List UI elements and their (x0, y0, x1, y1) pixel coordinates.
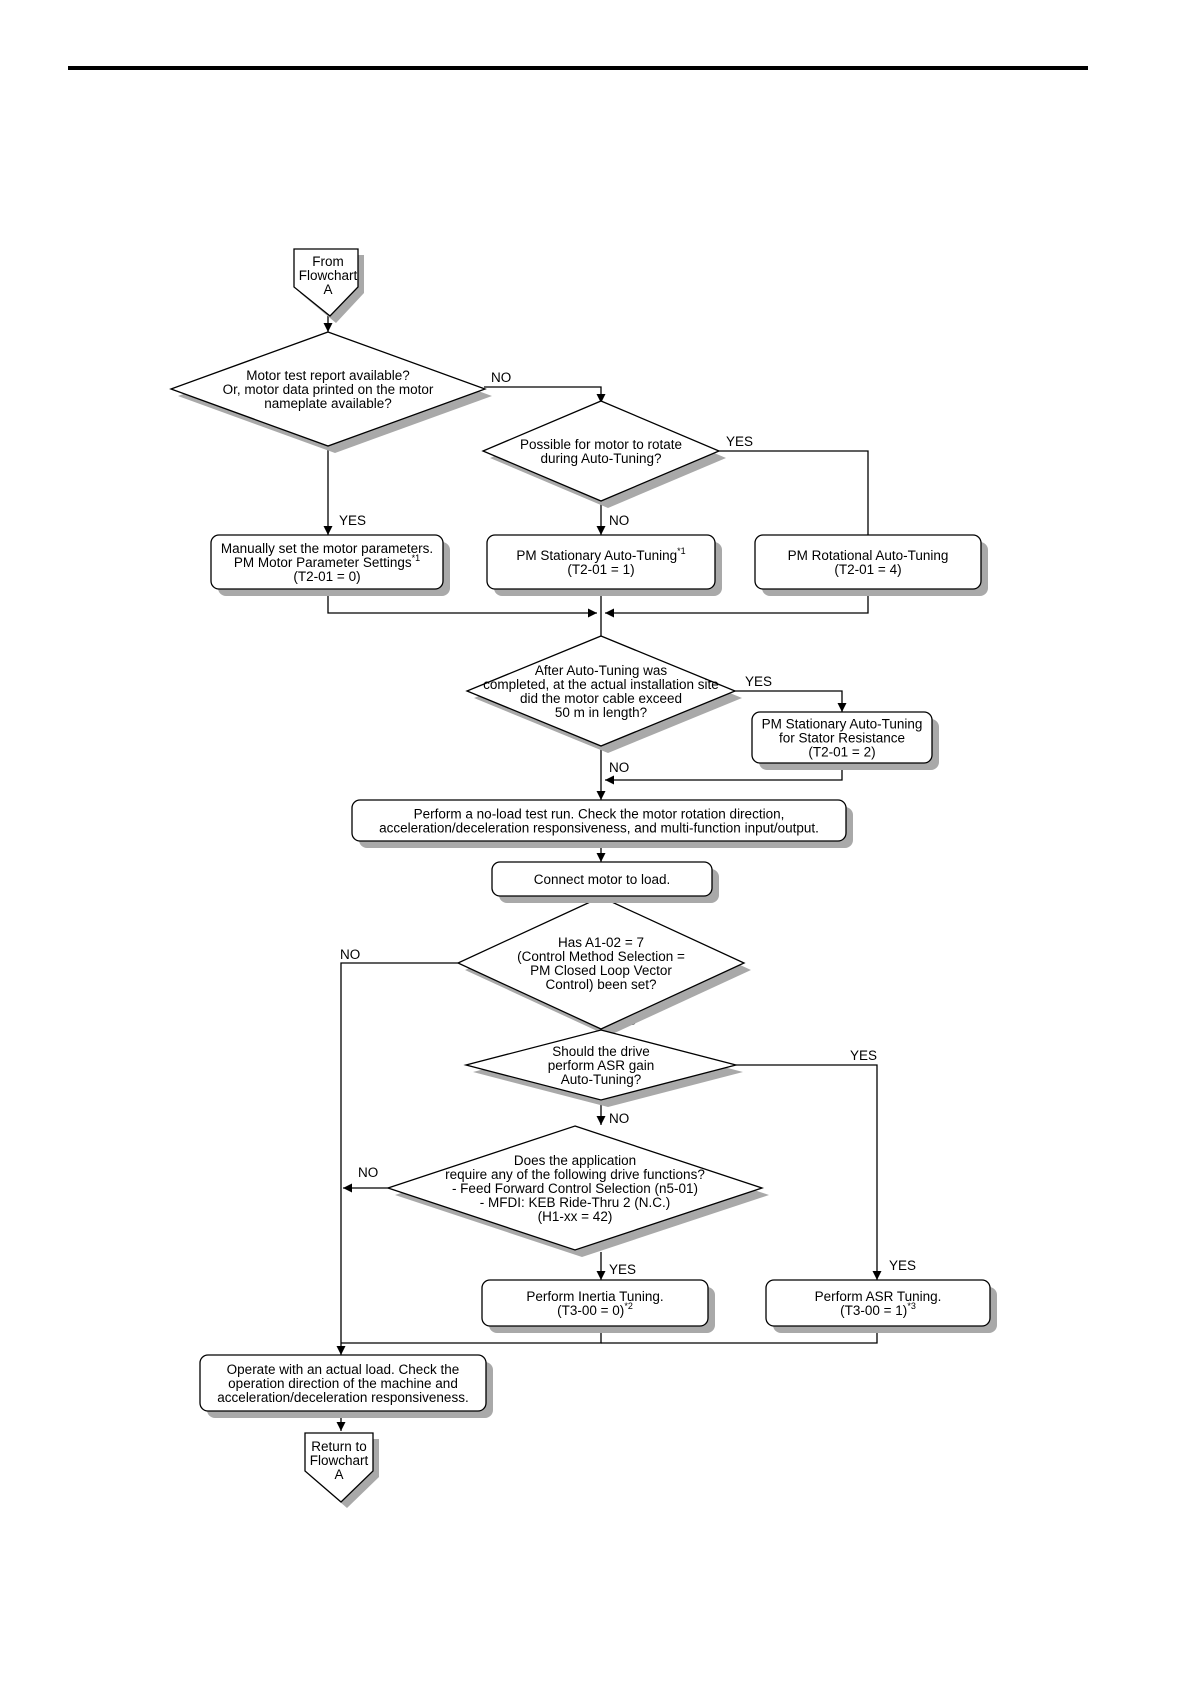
decision-test-report-text: Or, motor data printed on the motor (223, 382, 434, 397)
decision-control-method-text: PM Closed Loop Vector (530, 963, 672, 978)
decision-application-functions-text: - Feed Forward Control Selection (n5-01) (452, 1181, 698, 1196)
start-terminator: From Flowchart A (293, 248, 364, 323)
label-no: NO (491, 370, 511, 385)
process-stator-resistance-tuning-text: (T2-01 = 2) (808, 745, 875, 760)
end-terminator: Return to Flowchart A (304, 1432, 379, 1508)
decision-test-report-text: Motor test report available? (246, 368, 410, 383)
decisions: Motor test report available?Or, motor da… (169, 331, 769, 1257)
start-label-line: A (323, 282, 332, 297)
decision-rotate-during-tuning-text: during Auto-Tuning? (540, 451, 661, 466)
end-label-line: Flowchart (310, 1453, 369, 1468)
process-asr-tuning: Perform ASR Tuning.(T3-00 = 1)*3 (765, 1279, 997, 1333)
decision-rotate-during-tuning-text: Possible for motor to rotate (520, 437, 682, 452)
connector (327, 589, 597, 618)
connector (719, 450, 869, 535)
process-pm-stationary-tuning-text: (T2-01 = 1) (567, 562, 634, 577)
label-no: NO (609, 513, 629, 528)
decision-application-functions-text: require any of the following drive funct… (445, 1167, 705, 1182)
start-label-line: Flowchart (299, 268, 358, 283)
label-yes: YES (339, 513, 366, 528)
process-pm-rotational-tuning-text: (T2-01 = 4) (834, 562, 901, 577)
process-manual-settings-text: Manually set the motor parameters. (221, 541, 433, 556)
decision-asr-gain-text: perform ASR gain (548, 1058, 655, 1073)
label-no: NO (609, 760, 629, 775)
decision-test-report: Motor test report available?Or, motor da… (169, 331, 492, 453)
branch-labels: NO YES YES NO YES NO NO YES YES NO NO YE… (339, 370, 916, 1277)
decision-application-functions-text: (H1-xx = 42) (538, 1209, 613, 1224)
footnote-marker: *2 (624, 1301, 633, 1311)
process-asr-tuning-text: (T3-00 = 1)*3 (840, 1301, 916, 1318)
decision-application-functions-text: - MFDI: KEB Ride-Thru 2 (N.C.) (480, 1195, 671, 1210)
connector (707, 690, 847, 712)
decision-cable-length-text: did the motor cable exceed (520, 691, 682, 706)
process-manual-settings: Manually set the motor parameters.PM Mot… (210, 534, 450, 596)
process-connect-load: Connect motor to load. (491, 861, 719, 903)
footnote-marker: *1 (412, 553, 421, 563)
connector (736, 1064, 882, 1280)
decision-asr-gain-text: Should the drive (552, 1044, 650, 1059)
processes: Manually set the motor parameters.PM Mot… (199, 534, 997, 1418)
process-no-load-test-run-text: acceleration/deceleration responsiveness… (379, 821, 819, 836)
decision-control-method: Has A1-02 = 7(Control Method Selection =… (456, 896, 751, 1036)
process-inertia-tuning: Perform Inertia Tuning.(T3-00 = 0)*2 (481, 1279, 715, 1333)
decision-cable-length-text: completed, at the actual installation si… (483, 677, 719, 692)
process-connect-load-text: Connect motor to load. (534, 872, 671, 887)
process-inertia-tuning-text: (T3-00 = 0)*2 (557, 1301, 633, 1318)
process-manual-settings-text: PM Motor Parameter Settings*1 (234, 553, 420, 570)
footnote-marker: *3 (907, 1301, 916, 1311)
footnote-marker: *1 (677, 546, 686, 556)
connector (484, 386, 606, 403)
label-no: NO (358, 1165, 378, 1180)
connector (605, 589, 869, 618)
decision-control-method-text: Control) been set? (545, 977, 656, 992)
label-yes: YES (726, 434, 753, 449)
label-no: NO (609, 1111, 629, 1126)
decision-control-method-text: Has A1-02 = 7 (558, 935, 644, 950)
decision-application-functions-text: Does the application (514, 1153, 636, 1168)
decision-cable-length-text: After Auto-Tuning was (535, 663, 668, 678)
process-manual-settings-text: (T2-01 = 0) (293, 569, 360, 584)
top-rule (68, 66, 1088, 70)
process-operate-actual-load-text: operation direction of the machine and (228, 1376, 458, 1391)
decision-cable-length-text: 50 m in length? (555, 705, 647, 720)
label-yes: YES (889, 1258, 916, 1273)
label-yes: YES (609, 1262, 636, 1277)
decision-control-method-text: (Control Method Selection = (517, 949, 685, 964)
process-stator-resistance-tuning-text: for Stator Resistance (779, 731, 905, 746)
process-pm-rotational-tuning: PM Rotational Auto-Tuning(T2-01 = 4) (754, 534, 988, 596)
process-pm-stationary-tuning: PM Stationary Auto-Tuning*1(T2-01 = 1) (486, 534, 722, 596)
process-stator-resistance-tuning-text: PM Stationary Auto-Tuning (762, 717, 923, 732)
label-yes: YES (745, 674, 772, 689)
decision-test-report-text: nameplate available? (264, 396, 392, 411)
label-no: NO (340, 947, 360, 962)
end-label-line: Return to (311, 1439, 367, 1454)
process-operate-actual-load: Operate with an actual load. Check theop… (199, 1354, 493, 1418)
process-asr-tuning-text: Perform ASR Tuning. (815, 1289, 942, 1304)
process-no-load-test-run-text: Perform a no-load test run. Check the mo… (414, 807, 785, 822)
label-yes: YES (850, 1048, 877, 1063)
process-inertia-tuning-text: Perform Inertia Tuning. (526, 1289, 663, 1304)
process-pm-rotational-tuning-text: PM Rotational Auto-Tuning (788, 548, 949, 563)
start-label-line: From (312, 254, 344, 269)
process-operate-actual-load-text: Operate with an actual load. Check the (227, 1362, 460, 1377)
process-no-load-test-run: Perform a no-load test run. Check the mo… (351, 799, 853, 848)
decision-asr-gain-text: Auto-Tuning? (561, 1072, 642, 1087)
end-label-line: A (334, 1467, 343, 1482)
process-operate-actual-load-text: acceleration/deceleration responsiveness… (217, 1390, 468, 1405)
process-pm-stationary-tuning-text: PM Stationary Auto-Tuning*1 (516, 546, 685, 563)
connector (340, 962, 458, 1343)
